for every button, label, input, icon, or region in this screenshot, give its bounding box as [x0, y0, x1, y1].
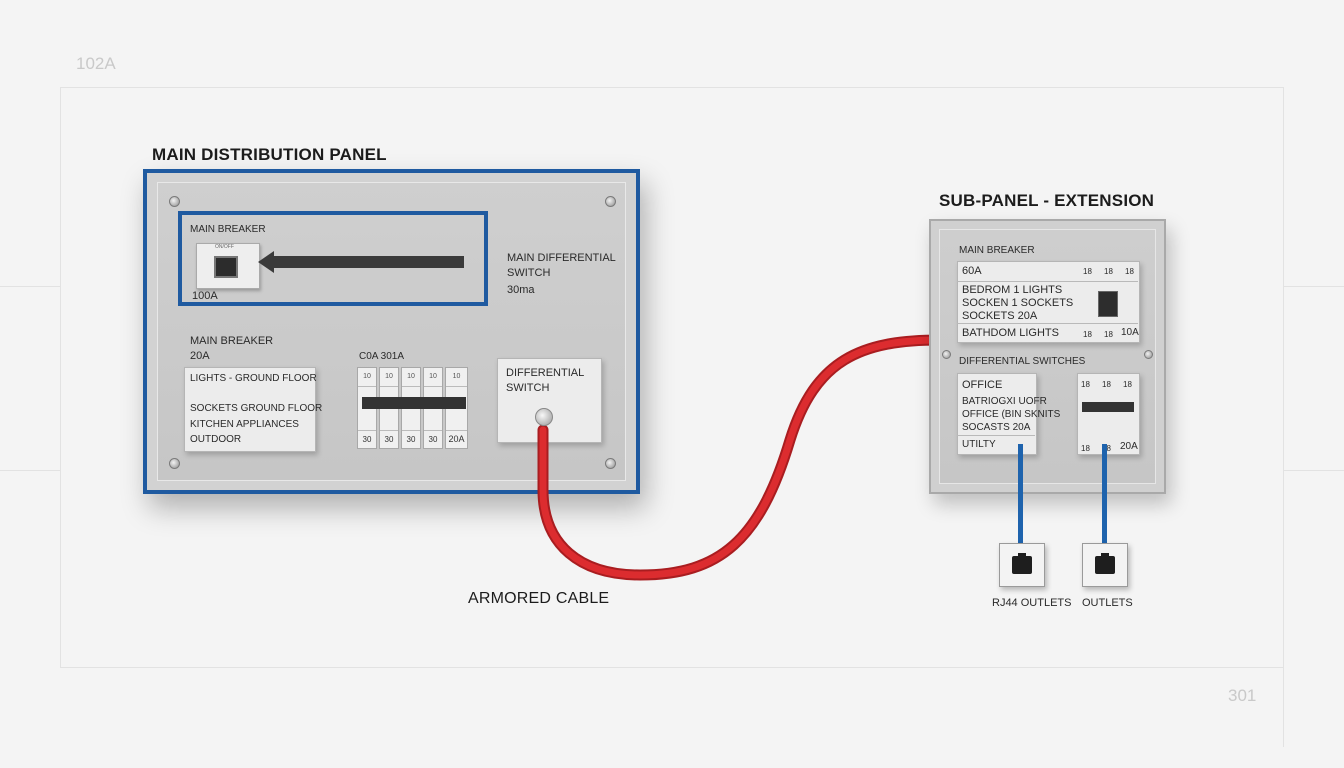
- main-breaker-highlight: [178, 211, 488, 306]
- circuit-label: LIGHTS - GROUND FLOOR: [190, 373, 317, 384]
- sub-differential-label: DIFFERENTIAL SWITCHES: [959, 356, 1086, 367]
- module-top-value: 10: [402, 368, 420, 387]
- corner-label-bottom-right: 301: [1228, 686, 1257, 705]
- bg-line-left2: [0, 470, 60, 471]
- sub-col-value: 18: [1083, 267, 1092, 276]
- bg-frame-bottom: [60, 667, 1284, 668]
- data-cable-left: [1018, 444, 1023, 544]
- main-differential-rating: 30ma: [507, 284, 535, 296]
- modules-header: C0A 301A: [359, 351, 405, 362]
- sub-diff-card-right: [1077, 373, 1140, 455]
- module-bottom-value: 30: [424, 430, 442, 448]
- sub-diff-utility: UTILTY: [962, 439, 996, 450]
- screw-icon: [942, 350, 951, 359]
- screw-icon: [169, 196, 180, 207]
- sub-col-value: 18: [1104, 330, 1113, 339]
- bg-line-left: [0, 286, 60, 287]
- differential-switch-line2: SWITCH: [506, 382, 550, 394]
- screw-icon: [605, 196, 616, 207]
- sub-circuit-label: BATHDOM LIGHTS: [962, 327, 1059, 339]
- armored-cable-label: ARMORED CABLE: [468, 590, 610, 607]
- module-top-value: 10: [446, 368, 467, 387]
- screw-icon: [605, 458, 616, 469]
- sub-diff-col-value: 18: [1123, 380, 1132, 389]
- breaker-group-label: MAIN BREAKER: [190, 335, 274, 347]
- breaker-group-rating: 20A: [190, 350, 210, 362]
- sub-diff-line: BATRIOGXI UOFR: [962, 396, 1047, 407]
- bg-frame-left: [60, 87, 61, 667]
- main-breaker-bus-bar: [270, 256, 464, 268]
- circuit-label: SOCKETS GROUND FLOOR: [190, 403, 323, 414]
- sub-diff-col-value: 18: [1102, 380, 1111, 389]
- circuit-label: OUTDOOR: [190, 434, 242, 445]
- differential-knob-icon: [535, 408, 553, 426]
- main-breaker-switch-text: ON/OFF: [215, 244, 234, 250]
- outlet-label-left: RJ44 OUTLETS: [992, 597, 1072, 609]
- sub-panel-title: SUB-PANEL - EXTENSION: [939, 191, 1155, 210]
- sub-breaker-toggle[interactable]: [1098, 291, 1118, 317]
- module-top-value: 10: [424, 368, 442, 387]
- module-bottom-value: 30: [358, 430, 376, 448]
- ethernet-jack-icon: [1095, 553, 1115, 574]
- main-breaker-toggle[interactable]: [214, 256, 238, 278]
- module-top-value: 10: [358, 368, 376, 387]
- sub-main-rating: 60A: [962, 265, 982, 277]
- differential-switch-line1: DIFFERENTIAL: [506, 367, 585, 379]
- sub-main-breaker-label: MAIN BREAKER: [959, 245, 1035, 256]
- divider: [957, 323, 1138, 324]
- module-top-value: 10: [380, 368, 398, 387]
- sub-diff-card-left: [957, 373, 1037, 455]
- main-breaker-rating: 100A: [192, 290, 218, 302]
- differential-switch-card[interactable]: [497, 358, 602, 443]
- sub-diff-toggle-bar[interactable]: [1082, 402, 1134, 412]
- main-breaker-label: MAIN BREAKER: [190, 224, 266, 235]
- main-differential-line2: SWITCH: [507, 267, 551, 279]
- sub-diff-line: SOCASTS 20A: [962, 422, 1031, 433]
- module-bottom-value: 30: [380, 430, 398, 448]
- divider: [957, 435, 1035, 436]
- sub-diff-col-value: 18: [1081, 444, 1090, 453]
- outlet[interactable]: [1082, 543, 1128, 587]
- main-differential-line1: MAIN DIFFERENTIAL: [507, 252, 616, 264]
- sub-diff-line: OFFICE (BIN SKNITS: [962, 409, 1061, 420]
- bg-frame-top: [60, 87, 1284, 88]
- outlet-label-right: OUTLETS: [1082, 597, 1133, 609]
- sub-bathroom-rating: 10A: [1121, 327, 1139, 338]
- sub-circuit-label: BEDROM 1 LIGHTS: [962, 284, 1063, 296]
- circuit-label: KITCHEN APPLIANCES: [190, 419, 299, 430]
- module-bottom-value: 30: [402, 430, 420, 448]
- bg-line-right2: [1284, 470, 1344, 471]
- sub-diff-col-value: 18: [1081, 380, 1090, 389]
- screw-icon: [169, 458, 180, 469]
- sub-col-value: 18: [1083, 330, 1092, 339]
- breaker-toggle-bar[interactable]: [362, 397, 466, 409]
- screw-icon: [1144, 350, 1153, 359]
- rj45-outlet[interactable]: [999, 543, 1045, 587]
- sub-diff-office: OFFICE: [962, 379, 1003, 391]
- main-panel-title: MAIN DISTRIBUTION PANEL: [152, 145, 387, 164]
- sub-diff-rating: 20A: [1120, 441, 1138, 452]
- circuit-list-card: [184, 367, 316, 452]
- corner-label-top-left: 102A: [76, 54, 116, 73]
- data-cable-right: [1102, 444, 1107, 544]
- divider: [957, 281, 1138, 282]
- sub-col-value: 18: [1125, 267, 1134, 276]
- armored-cable-highlight: [539, 336, 944, 579]
- sub-circuit-label: SOCKETS 20A: [962, 310, 1038, 322]
- module-bottom-value: 20A: [446, 430, 467, 448]
- bg-frame-right: [1283, 87, 1284, 747]
- ethernet-jack-icon: [1012, 553, 1032, 574]
- bg-line-right: [1284, 286, 1344, 287]
- sub-circuit-label: SOCKEN 1 SOCKETS: [962, 297, 1074, 309]
- sub-col-value: 18: [1104, 267, 1113, 276]
